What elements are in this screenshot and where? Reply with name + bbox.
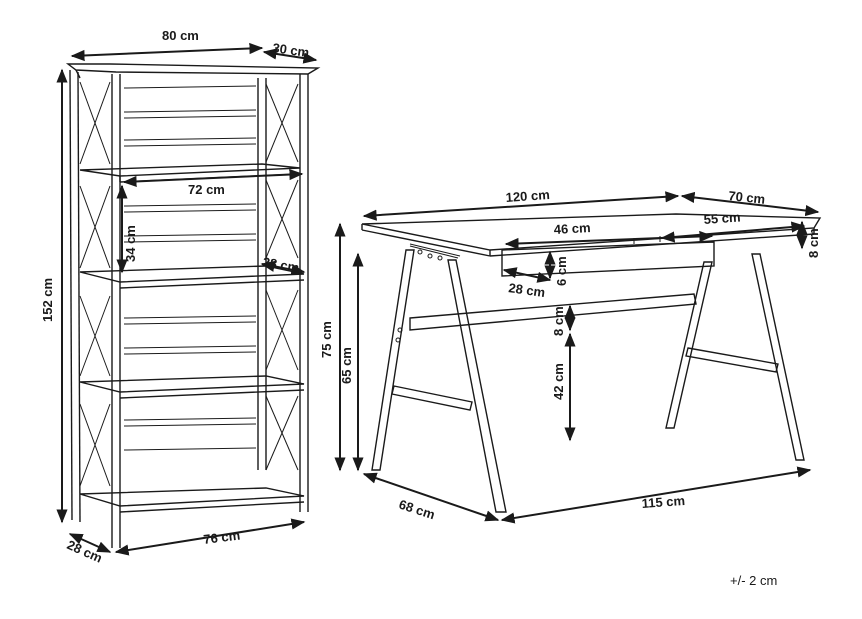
desk-total-height-label: 75 cm bbox=[319, 321, 334, 358]
desk-drawer-depth-label: 28 cm bbox=[508, 280, 547, 300]
bookshelf-dimension-lines bbox=[56, 42, 318, 556]
desk-legroom-label: 42 cm bbox=[551, 363, 566, 400]
shelf-base-width-label: 76 cm bbox=[203, 528, 241, 547]
bookshelf-drawing bbox=[65, 63, 321, 548]
desk-drawer-inner-depth-label: 55 cm bbox=[703, 209, 741, 227]
shelf-height-label: 152 cm bbox=[40, 278, 55, 322]
desk-drawer-height-label: 6 cm bbox=[554, 256, 569, 286]
shelf-depth-top-label: 30 cm bbox=[272, 40, 311, 60]
desk-labels: 120 cm 70 cm 46 cm 55 cm 8 cm 28 cm 6 cm… bbox=[319, 187, 821, 522]
shelf-width-top-label: 80 cm bbox=[162, 28, 199, 43]
desk-rail-height-label: 8 cm bbox=[551, 306, 566, 336]
desk-base-depth-label: 68 cm bbox=[397, 497, 437, 523]
desk-top-thickness-label: 8 cm bbox=[806, 228, 821, 258]
tolerance-note: +/- 2 cm bbox=[730, 573, 777, 588]
desk-drawer-width-label: 46 cm bbox=[553, 220, 591, 237]
desk-base-width-label: 115 cm bbox=[641, 493, 685, 511]
shelf-depth-label: 28 cm bbox=[261, 254, 300, 275]
shelf-inner-width-label: 72 cm bbox=[188, 182, 225, 197]
shelf-gap-label: 34 cm bbox=[123, 225, 138, 262]
desk-drawing bbox=[361, 213, 822, 513]
desk-top-depth-label: 70 cm bbox=[728, 188, 766, 207]
desk-dimension-lines bbox=[334, 191, 820, 524]
desk-under-height-label: 65 cm bbox=[339, 347, 354, 384]
desk-top-width-label: 120 cm bbox=[505, 187, 550, 205]
